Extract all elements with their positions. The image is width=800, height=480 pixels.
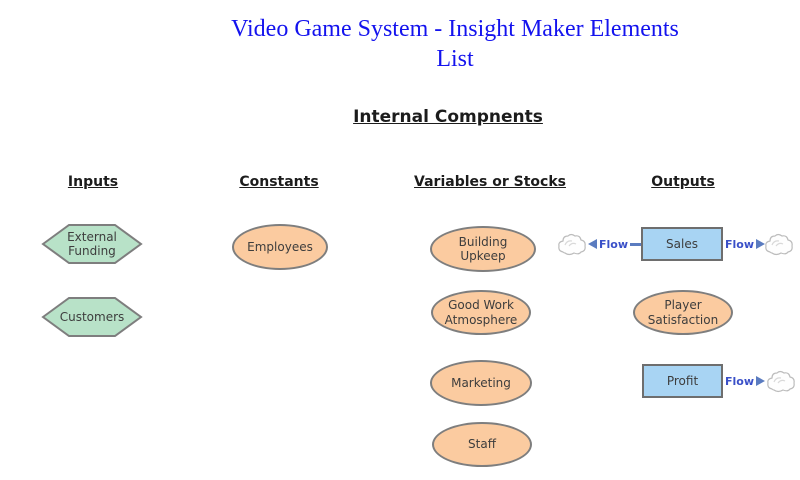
- arrow-right-icon: [756, 376, 766, 386]
- flow-profit-outflow[interactable]: Flow: [723, 373, 766, 389]
- title-line-1: Video Game System - Insight Maker Elemen…: [231, 16, 679, 42]
- node-staff[interactable]: Staff: [432, 422, 532, 467]
- hexagon-shape: [41, 224, 143, 264]
- cloud-icon[interactable]: [763, 231, 795, 257]
- flow-line: [630, 242, 641, 246]
- title-line-2: List: [436, 46, 474, 72]
- node-player-satisfaction[interactable]: Player Satisfaction: [633, 290, 733, 335]
- node-good-work-atmosphere[interactable]: Good Work Atmosphere: [431, 290, 531, 335]
- column-header-variables: Variables or Stocks: [414, 174, 566, 190]
- page-title: Video Game System - Insight Maker Elemen…: [231, 14, 679, 74]
- node-label: Good Work Atmosphere: [444, 298, 518, 327]
- node-profit[interactable]: Profit: [642, 364, 723, 398]
- flow-sales-inflow[interactable]: Flow: [588, 236, 641, 252]
- column-header-outputs: Outputs: [651, 174, 715, 190]
- node-label: Profit: [666, 373, 699, 388]
- node-sales[interactable]: Sales: [641, 227, 723, 261]
- cloud-icon[interactable]: [765, 368, 797, 394]
- node-employees[interactable]: Employees: [232, 224, 328, 270]
- node-label: Customers: [59, 309, 125, 324]
- node-label: Marketing: [451, 375, 511, 390]
- flow-sales-outflow[interactable]: Flow: [723, 236, 766, 252]
- node-label: Sales: [666, 236, 698, 251]
- node-customers[interactable]: Customers: [41, 296, 143, 338]
- arrow-left-icon: [588, 239, 597, 249]
- node-label: Player Satisfaction: [647, 298, 719, 327]
- hexagon-shape: [41, 297, 143, 337]
- node-building-upkeep[interactable]: Building Upkeep: [430, 226, 536, 272]
- column-header-inputs: Inputs: [67, 174, 119, 190]
- flow-label: Flow: [725, 237, 755, 251]
- node-external-funding[interactable]: External Funding: [41, 223, 143, 265]
- node-label: Building Upkeep: [458, 234, 508, 263]
- section-heading: Internal Compnents: [353, 107, 543, 127]
- arrow-right-icon: [756, 239, 766, 249]
- node-label: Employees: [247, 239, 313, 254]
- node-label: External Funding: [67, 229, 117, 258]
- node-label: Staff: [468, 437, 496, 452]
- column-header-constants: Constants: [239, 174, 319, 190]
- node-marketing[interactable]: Marketing: [430, 360, 532, 406]
- flow-label: Flow: [599, 237, 629, 251]
- flow-label: Flow: [725, 374, 755, 388]
- cloud-icon[interactable]: [556, 231, 588, 257]
